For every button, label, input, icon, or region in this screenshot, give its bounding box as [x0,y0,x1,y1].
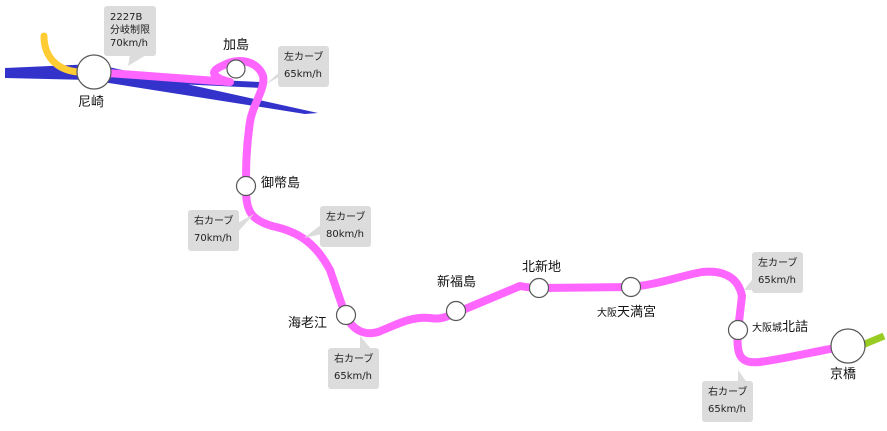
callout-tail-branch [128,55,146,66]
callout-right-65-a-line2: 65km/h [334,371,372,382]
callout-right-65-b-line2: 65km/h [708,404,746,415]
station-label-osaka-tenmangu-main: 天満宮 [617,305,657,320]
station-label-osakajo-kitazume: 大阪城北詰 [752,320,808,337]
station-label-ebie: 海老江 [288,316,328,331]
station-marker-amagasaki[interactable] [76,54,112,90]
station-label-kashima: 加島 [223,38,250,53]
station-label-amagasaki: 尼崎 [78,95,105,110]
callout-tail-left-65-b [744,280,752,290]
station-label-shinfukushima: 新福島 [437,275,477,290]
callout-left-65-a-line1: 左カーブ [284,52,324,63]
callout-tail-right-65-b [738,370,748,384]
callout-right-70-line2: 70km/h [194,233,232,244]
station-marker-kitashinchi[interactable] [528,277,550,299]
callout-right-65-a-line1: 右カーブ [334,354,374,365]
callout-right-65-b-line1: 右カーブ [708,387,748,398]
callout-right-curve-65-a: 右カーブ 65km/h [328,348,380,389]
callout-branch-line3: 70km/h [110,38,148,49]
callout-tail-right-70 [236,214,254,234]
callout-tail-right-65-a [360,336,372,350]
callout-left-curve-80: 左カーブ 80km/h [320,206,372,247]
station-marker-osakajo-kitazume[interactable] [727,319,749,341]
station-label-osaka-tenmangu: 大阪天満宮 [597,305,656,322]
station-label-osakajo-kitazume-prefix: 大阪城 [752,323,782,334]
station-label-osaka-tenmangu-prefix: 大阪 [597,308,617,319]
callout-tail-left-80 [304,224,322,238]
station-marker-shinfukushima[interactable] [445,300,467,322]
station-marker-osaka-tenmangu[interactable] [620,276,642,298]
station-label-kyobashi: 京橋 [830,367,857,382]
station-label-kitashinchi: 北新地 [522,260,562,275]
callout-branch-line2: 分岐制限 [110,25,150,36]
branch-line-yellow [40,32,82,76]
station-marker-kashima[interactable] [226,59,246,79]
callout-left-65-a-line2: 65km/h [284,69,322,80]
callout-branch-line1: 2227B [110,12,143,23]
callout-left-80-line2: 80km/h [326,229,364,240]
callout-right-70-line1: 右カーブ [194,216,234,227]
callout-right-curve-65-b: 右カーブ 65km/h [702,381,754,422]
route-line [90,57,852,367]
station-marker-kyobashi[interactable] [830,328,866,364]
station-label-mitejima: 御幣島 [261,176,301,191]
station-label-osakajo-kitazume-main: 北詰 [782,320,809,335]
station-marker-mitejima[interactable] [235,175,257,197]
callout-left-curve-65-a: 左カーブ 65km/h [278,46,330,87]
callout-left-65-b-line2: 65km/h [758,275,796,286]
callout-left-curve-65-b: 左カーブ 65km/h [752,252,804,293]
station-marker-ebie[interactable] [335,304,357,326]
callout-right-curve-70: 右カーブ 70km/h [188,210,240,251]
connecting-line-blue [5,64,318,114]
callout-branch-limit: 2227B 分岐制限 70km/h [104,6,156,56]
callout-left-80-line1: 左カーブ [326,212,366,223]
callout-left-65-b-line1: 左カーブ [758,258,798,269]
